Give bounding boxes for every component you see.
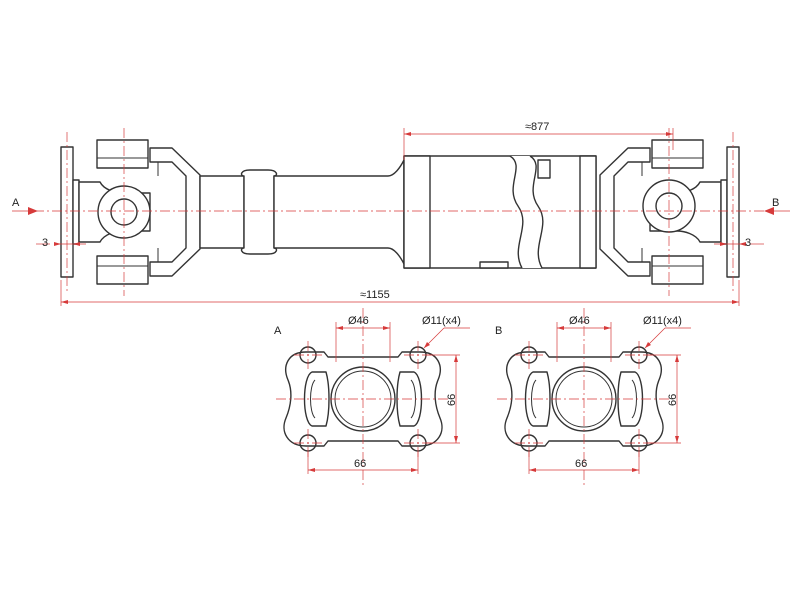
a-bolt-spacing-bottom: 66: [354, 458, 366, 470]
view-b-title: B: [495, 325, 502, 337]
tube-length-dimension: ≈877: [403, 121, 674, 160]
b-bolt-spacing-bottom: 66: [575, 458, 587, 470]
left-thickness-text: 3: [42, 237, 48, 249]
view-a-title: A: [274, 325, 282, 337]
right-thickness-text: 3: [745, 237, 751, 249]
view-arrow-a-label: A: [12, 197, 20, 209]
view-arrow-b: B: [764, 197, 790, 215]
a-bolt-spacing-top: Ø46: [348, 315, 369, 327]
flange-view-b: B Ø46 Ø11(x4) 66 66: [495, 307, 692, 489]
right-thickness-dimension: 3: [714, 237, 764, 249]
driveshaft-side-view: [34, 128, 770, 296]
view-arrow-a: A: [12, 197, 38, 215]
b-bolt-spacing-top: Ø46: [569, 315, 590, 327]
a-bolt-spacing-right: 66: [446, 394, 458, 406]
overall-length-dimension: ≈1155: [60, 280, 740, 306]
b-hole-callout: Ø11(x4): [643, 315, 682, 327]
b-bolt-spacing-right: 66: [667, 394, 679, 406]
overall-length-text: ≈1155: [360, 289, 390, 301]
view-arrow-b-label: B: [772, 197, 779, 209]
flange-view-a: A Ø46 Ø11(x4) 66 66: [274, 307, 471, 489]
left-thickness-dimension: 3: [36, 237, 86, 249]
tube-length-text: ≈877: [525, 121, 549, 133]
a-hole-callout: Ø11(x4): [422, 315, 461, 327]
